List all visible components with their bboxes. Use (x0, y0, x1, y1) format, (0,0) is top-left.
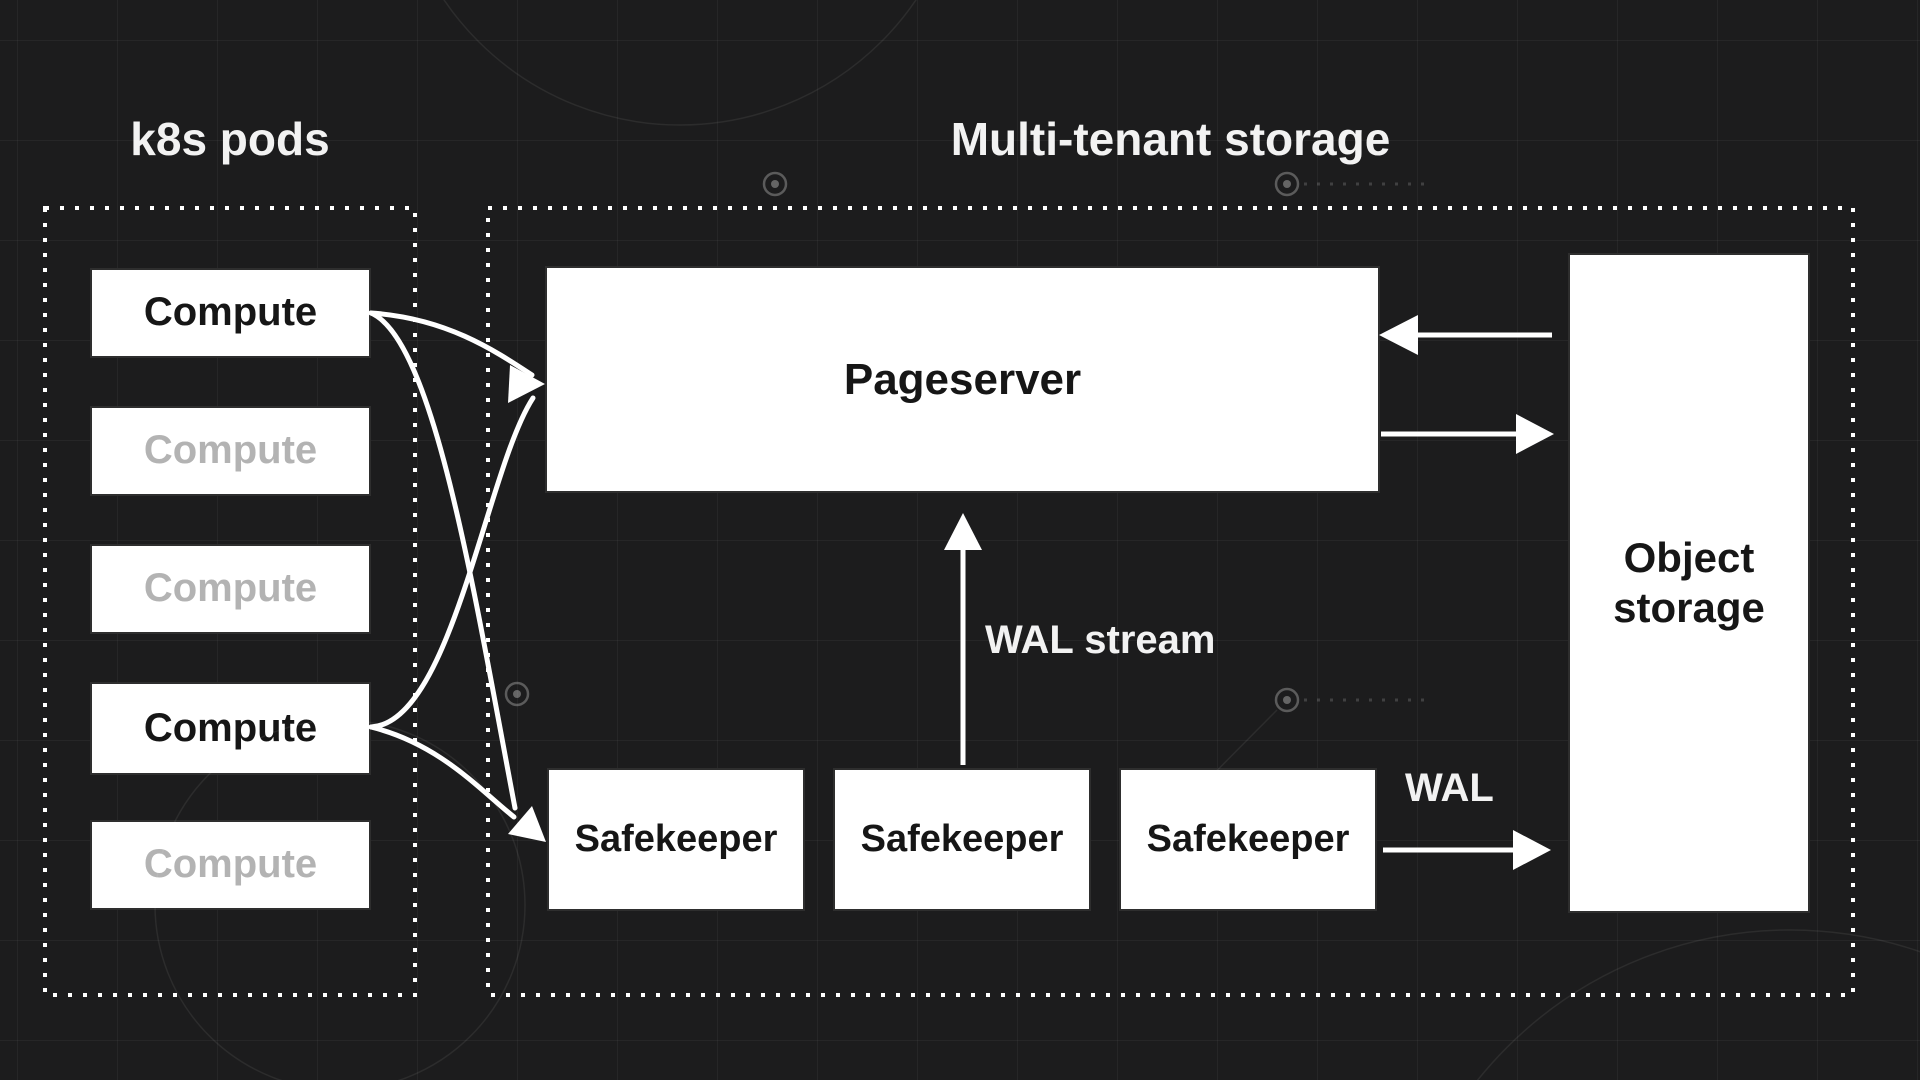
compute-node: Compute (74, 406, 371, 507)
safekeeper-label: Safekeeper (1146, 818, 1350, 861)
arrow-wal-stream-safekeeper-to-pageserver (944, 513, 982, 765)
wal-stream-label: WAL stream (985, 618, 1216, 662)
compute-node: Compute (74, 820, 371, 921)
arrow-wal-safekeeper-to-objectstorage (1383, 830, 1551, 870)
safekeeper-node: Safekeeper (531, 768, 805, 922)
compute-label: Compute (143, 428, 318, 473)
compute-node: Compute (74, 268, 371, 369)
safekeeper-label: Safekeeper (860, 818, 1064, 861)
curve-compute4-to-safekeeper (368, 724, 517, 820)
multi-tenant-storage-title: Multi-tenant storage (950, 113, 1391, 165)
compute-node: Compute (74, 544, 371, 645)
compute-label: Compute (143, 290, 318, 335)
arrow-pageserver-to-objectstorage (1381, 414, 1554, 454)
arrowhead-into-safekeeper (508, 806, 546, 842)
arrow-objectstorage-to-pageserver (1379, 315, 1552, 355)
safekeeper-node: Safekeeper (1103, 768, 1377, 922)
curve-compute4-to-pageserver (368, 395, 536, 730)
compute-label: Compute (143, 566, 318, 611)
compute-node: Compute (74, 682, 371, 786)
safekeeper-label: Safekeeper (574, 818, 778, 861)
wal-label: WAL (1405, 766, 1494, 810)
object-storage-label: Object storage (1613, 534, 1765, 631)
k8s-pods-title: k8s pods (130, 113, 330, 165)
safekeeper-node: Safekeeper (817, 768, 1091, 922)
object-storage-node: Object storage (1552, 253, 1810, 924)
curve-compute1-to-safekeeper (368, 310, 518, 811)
curve-compute1-to-pageserver (368, 310, 535, 378)
arrowhead-into-pageserver (508, 365, 545, 403)
compute-label: Compute (143, 705, 318, 750)
pageserver-label: Pageserver (843, 354, 1082, 404)
pageserver-node: Pageserver (529, 266, 1380, 504)
compute-label: Compute (143, 842, 318, 887)
